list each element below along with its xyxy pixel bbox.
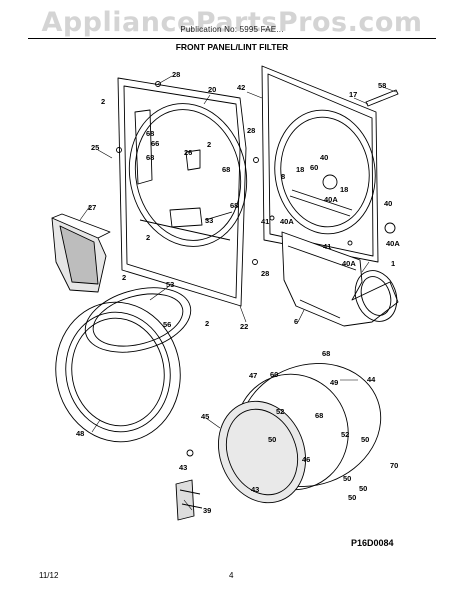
front-panel-part <box>117 77 248 307</box>
callout-40A: 40A <box>280 217 294 226</box>
screw-part <box>252 259 258 265</box>
callout-43: 43 <box>251 485 259 494</box>
callout-68: 68 <box>146 129 154 138</box>
callout-52: 52 <box>276 407 284 416</box>
watermark-logo: AppliancePartsPros.com <box>41 7 423 38</box>
bulkhead-part <box>261 65 379 263</box>
hinge-part <box>175 479 203 521</box>
callout-2: 2 <box>122 273 126 282</box>
callout-1: 1 <box>391 259 395 268</box>
callout-2: 2 <box>146 233 150 242</box>
callout-28: 28 <box>247 126 255 135</box>
header-divider <box>28 38 436 39</box>
callout-44: 44 <box>367 375 376 384</box>
callout-50: 50 <box>361 435 369 444</box>
callout-6: 6 <box>294 317 298 326</box>
callout-42: 42 <box>237 83 245 92</box>
thermostat-part <box>384 222 396 234</box>
callout-28: 28 <box>261 269 269 278</box>
callout-2: 2 <box>101 97 105 106</box>
drawing-id: P16D0084 <box>351 538 394 548</box>
callout-40: 40 <box>384 199 392 208</box>
door-catch-part <box>186 449 194 457</box>
screw-part <box>269 215 275 221</box>
callout-20: 20 <box>208 85 216 94</box>
sensor-bar-part <box>365 89 399 107</box>
callout-28: 28 <box>172 70 180 79</box>
callout-40A: 40A <box>386 239 400 248</box>
callout-52: 52 <box>341 430 349 439</box>
footer-date: 11/12 <box>39 571 59 580</box>
lint-filter-part <box>51 213 111 293</box>
door-outer-part <box>55 301 181 443</box>
callout-45: 45 <box>201 412 209 421</box>
callout-56: 56 <box>163 320 171 329</box>
callout-49: 49 <box>330 378 338 387</box>
door-ring-part <box>84 287 192 353</box>
callout-26: 26 <box>184 148 192 157</box>
callout-68: 68 <box>222 165 230 174</box>
callout-46: 46 <box>302 455 310 464</box>
screw-part <box>155 81 161 87</box>
callout-58: 58 <box>378 81 386 90</box>
callout-33: 33 <box>205 216 213 225</box>
callout-labels: 28 2 20 42 58 17 68 66 25 68 26 2 68 28 … <box>76 70 400 515</box>
screw-part <box>116 147 122 153</box>
page-title: FRONT PANEL/LINT FILTER <box>175 42 289 52</box>
callout-40: 40 <box>320 153 328 162</box>
door-inner-part <box>218 363 382 504</box>
callout-40A: 40A <box>324 195 338 204</box>
callout-25: 25 <box>91 143 99 152</box>
callout-60: 60 <box>270 370 278 379</box>
callout-22: 22 <box>240 322 248 331</box>
callout-50: 50 <box>348 493 356 502</box>
callout-8: 8 <box>281 172 285 181</box>
callout-68: 68 <box>322 349 330 358</box>
callout-43: 43 <box>179 463 187 472</box>
callout-2: 2 <box>205 319 209 328</box>
callout-39: 39 <box>203 506 211 515</box>
footer-page-number: 4 <box>229 571 234 580</box>
callout-60: 60 <box>310 163 318 172</box>
callout-50: 50 <box>268 435 276 444</box>
callout-17: 17 <box>349 90 357 99</box>
callout-50: 50 <box>343 474 351 483</box>
callout-47: 47 <box>249 371 257 380</box>
callout-68: 68 <box>146 153 154 162</box>
publication-line: Publication No: 5995 FAE... <box>180 25 284 34</box>
callout-70: 70 <box>390 461 398 470</box>
callout-66: 66 <box>151 139 159 148</box>
duct-assembly-part <box>281 231 399 327</box>
callout-40A: 40A <box>342 259 356 268</box>
screw-part <box>253 157 259 163</box>
screw-part <box>347 240 353 246</box>
callout-2: 2 <box>207 140 211 149</box>
callout-68: 68 <box>315 411 323 420</box>
callout-53: 53 <box>166 280 174 289</box>
callout-18: 18 <box>296 165 304 174</box>
callout-50: 50 <box>359 484 367 493</box>
callout-41: 41 <box>261 217 269 226</box>
callout-18: 18 <box>340 185 348 194</box>
callout-68: 68 <box>230 201 238 210</box>
callout-41: 41 <box>323 242 331 251</box>
callout-48: 48 <box>76 429 84 438</box>
callout-27: 27 <box>88 203 96 212</box>
